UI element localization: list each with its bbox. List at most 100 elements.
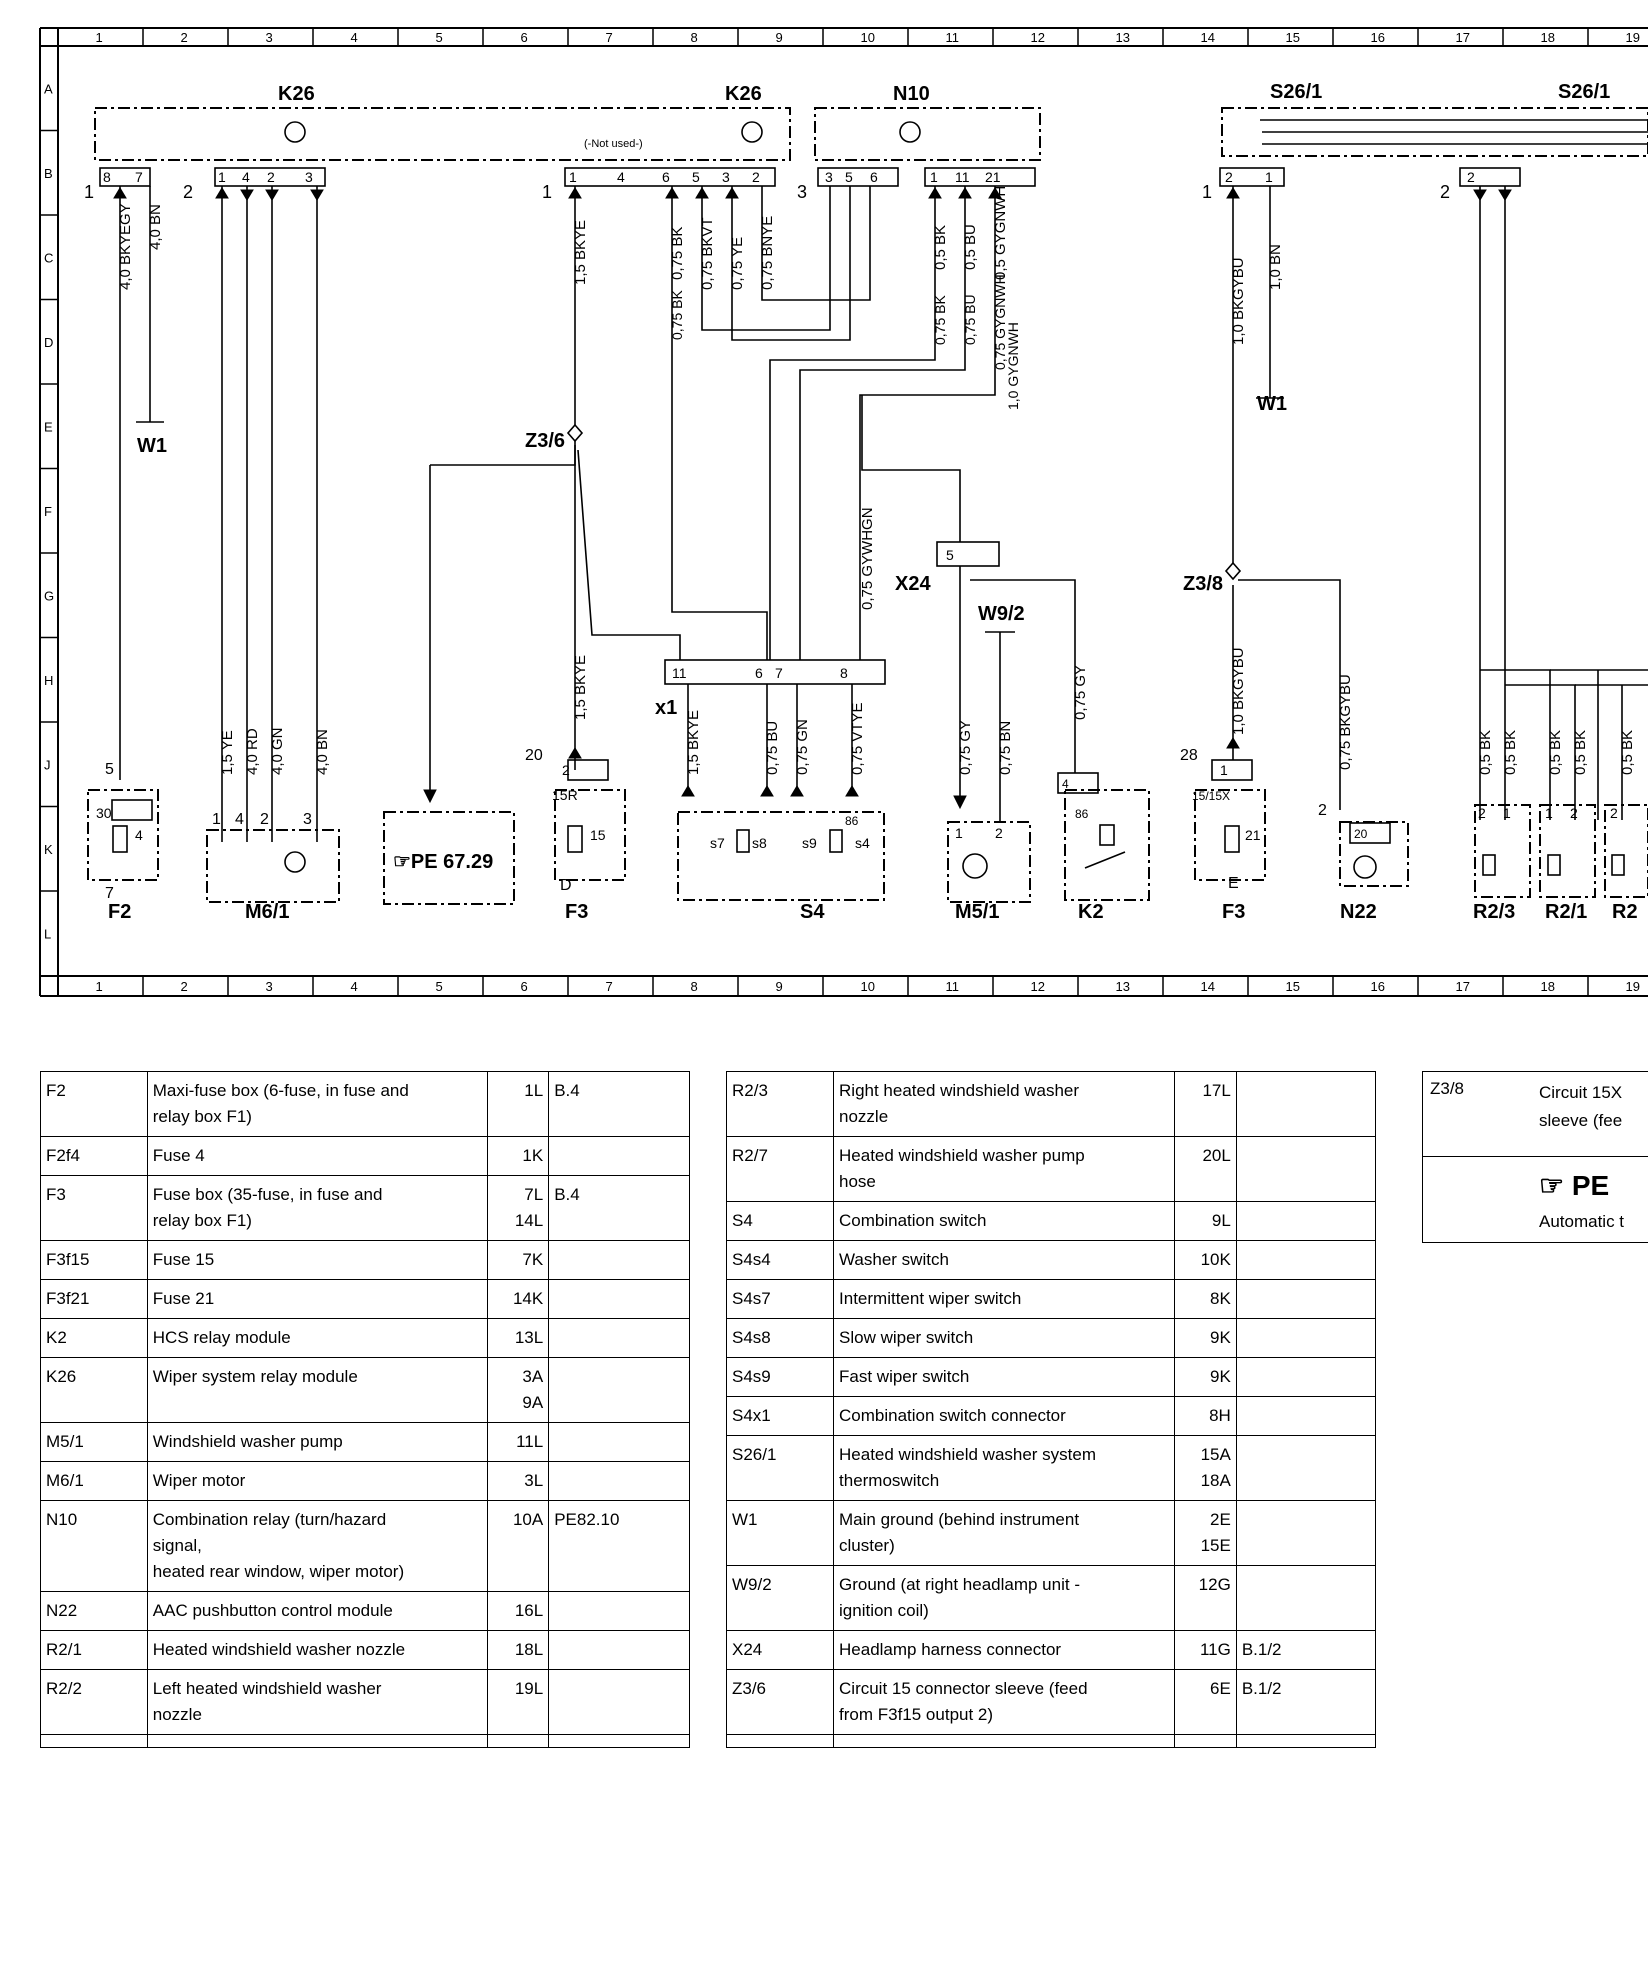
grid-row-label: B bbox=[44, 166, 53, 181]
grid-col-label: 19 bbox=[1626, 30, 1640, 45]
legend-loc: 3A 9A bbox=[486, 1357, 550, 1423]
legend-loc: 14K bbox=[486, 1279, 550, 1319]
pin-label: 28 bbox=[1180, 747, 1198, 764]
wire-label: 0,5 BK bbox=[932, 225, 949, 270]
pin-label: 86 bbox=[1075, 807, 1089, 821]
grid-col-label: 15 bbox=[1286, 30, 1300, 45]
pin-label: 20 bbox=[525, 747, 543, 764]
pin-label: 4 bbox=[617, 169, 625, 185]
pin-label: 2 bbox=[267, 169, 275, 185]
grid-col-label: 10 bbox=[861, 979, 875, 994]
legend-ref: F2f4 bbox=[40, 1136, 148, 1176]
pin-label: 15 bbox=[590, 827, 606, 843]
wire-label: 0,75 BKGYBU bbox=[1337, 674, 1354, 770]
wire-label: 0,5 BK bbox=[1619, 730, 1636, 775]
legend-pe bbox=[548, 1279, 690, 1319]
legend-ref: Z3/6 bbox=[725, 1669, 835, 1735]
legend-desc bbox=[833, 1734, 1176, 1748]
pin-label: 1 bbox=[1220, 762, 1228, 778]
grid-row-label: G bbox=[44, 588, 54, 603]
pin-label: 2 bbox=[183, 182, 193, 202]
wire-label: 4,0 BN bbox=[147, 204, 164, 250]
grid-col-label: 18 bbox=[1541, 979, 1555, 994]
legend-desc: Heated windshield washer system thermosw… bbox=[833, 1435, 1176, 1501]
wire-label: 0,75 BN bbox=[997, 721, 1014, 775]
grid-col-label: 2 bbox=[181, 30, 188, 45]
grid-row-label: L bbox=[44, 926, 51, 941]
wire-label: 0,75 BK bbox=[932, 295, 948, 345]
legend-desc: Fuse 4 bbox=[146, 1136, 488, 1176]
pin-label: 1 bbox=[212, 811, 221, 828]
legend-loc: 7L 14L bbox=[486, 1175, 550, 1241]
ground-w9-2: W9/2 bbox=[978, 603, 1025, 625]
legend-ref bbox=[40, 1734, 148, 1748]
legend-pe bbox=[548, 1630, 690, 1670]
pin-label: 1 bbox=[542, 182, 552, 202]
pin-label: 15R bbox=[552, 787, 578, 803]
wire-label: 4,0 BN bbox=[314, 729, 331, 775]
pin-label: 2 bbox=[995, 825, 1003, 841]
component-k26-a: K26 bbox=[278, 83, 315, 105]
pin-label: 6 bbox=[870, 169, 878, 185]
legend-pe bbox=[1235, 1279, 1377, 1319]
pin-label: 1 bbox=[1503, 805, 1511, 821]
pin-label: 1 bbox=[218, 169, 226, 185]
grid-col-label: 9 bbox=[776, 30, 783, 45]
legend-ref: K2 bbox=[40, 1318, 148, 1358]
legend-pe bbox=[1235, 1318, 1377, 1358]
legend-ref: W9/2 bbox=[725, 1565, 835, 1631]
grid-col-label: 13 bbox=[1116, 30, 1130, 45]
legend-ref: S4s7 bbox=[725, 1279, 835, 1319]
not-used-note: (-Not used-) bbox=[584, 138, 643, 150]
legend-ref: X24 bbox=[725, 1630, 835, 1670]
grid-col-label: 7 bbox=[606, 30, 613, 45]
grid-col-label: 5 bbox=[436, 30, 443, 45]
wire-label: 0,5 BK bbox=[1502, 730, 1519, 775]
legend-ref bbox=[725, 1734, 835, 1748]
legend-loc: 8H bbox=[1174, 1396, 1237, 1436]
pin-label: 3 bbox=[722, 169, 730, 185]
legend-loc: 9K bbox=[1174, 1357, 1237, 1397]
legend-desc: Heated windshield washer nozzle bbox=[146, 1630, 488, 1670]
legend-ref: K26 bbox=[40, 1357, 148, 1423]
legend-desc: Fuse 21 bbox=[146, 1279, 488, 1319]
legend-pe bbox=[1235, 1136, 1377, 1202]
pin-label: 6 bbox=[662, 169, 670, 185]
grid-col-label: 6 bbox=[521, 30, 528, 45]
legend-loc bbox=[1174, 1734, 1237, 1748]
legend-pe bbox=[1235, 1071, 1377, 1137]
pin-label: s7 bbox=[710, 835, 725, 851]
pin-label: 1 bbox=[955, 825, 963, 841]
component-s26-1-a: S26/1 bbox=[1270, 81, 1322, 103]
component-s4: S4 bbox=[800, 901, 825, 923]
grid-col-label: 4 bbox=[351, 30, 358, 45]
grid-row-label: C bbox=[44, 250, 53, 265]
pin-label: 2 bbox=[1467, 169, 1475, 185]
legend-pe: B.1/2 bbox=[1235, 1630, 1377, 1670]
legend-ref: M6/1 bbox=[40, 1461, 148, 1501]
pin-label: 1 bbox=[1202, 182, 1212, 202]
pin-label: 1 bbox=[569, 169, 577, 185]
legend-ref: F2 bbox=[40, 1071, 148, 1137]
grid-col-label: 19 bbox=[1626, 979, 1640, 994]
pin-label: 5 bbox=[692, 169, 700, 185]
legend-desc: Fuse 15 bbox=[146, 1240, 488, 1280]
component-s26-1-b: S26/1 bbox=[1558, 81, 1610, 103]
legend-pe bbox=[548, 1240, 690, 1280]
legend-ref: R2/3 bbox=[725, 1071, 835, 1137]
wire-label: 0,75 GY bbox=[957, 720, 974, 775]
legend-desc: Circuit 15 connector sleeve (feed from F… bbox=[833, 1669, 1176, 1735]
legend-ref: S4x1 bbox=[725, 1396, 835, 1436]
